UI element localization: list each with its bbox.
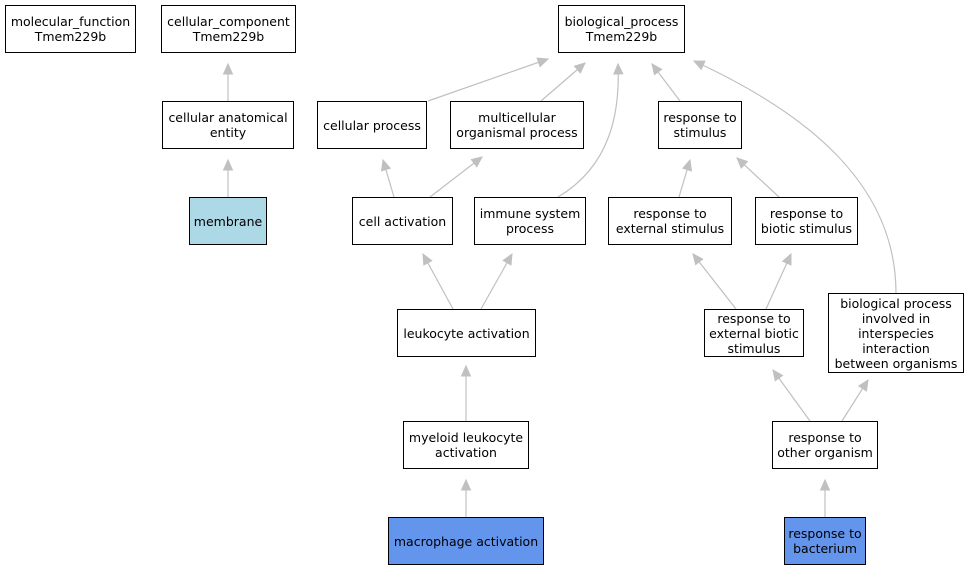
arrowhead bbox=[613, 62, 624, 75]
arrowhead bbox=[692, 60, 706, 71]
node-response-to-bacterium[interactable]: response to bacterium bbox=[784, 517, 866, 565]
edge-cellular-process-to-biological-process bbox=[427, 58, 549, 102]
arrowhead bbox=[573, 62, 586, 74]
node-label: response to bacterium bbox=[788, 526, 862, 556]
arrowhead bbox=[222, 62, 234, 75]
arrowhead bbox=[736, 157, 749, 170]
node-molecular-function[interactable]: molecular_function Tmem229b bbox=[5, 5, 136, 53]
node-label: response to stimulus bbox=[663, 110, 737, 140]
edge-immune-system-process-to-biological-process bbox=[557, 63, 619, 198]
node-label: immune system process bbox=[479, 206, 581, 236]
arrowhead bbox=[536, 57, 550, 68]
arrowhead bbox=[857, 378, 869, 392]
arrowhead bbox=[222, 158, 234, 171]
arrowhead bbox=[819, 478, 831, 491]
node-response-to-biotic-stimulus[interactable]: response to biotic stimulus bbox=[755, 197, 858, 245]
node-multicellular-organismal-process[interactable]: multicellular organismal process bbox=[450, 101, 584, 149]
arrowhead bbox=[681, 158, 693, 172]
edge-cell-activation-to-multicellular bbox=[429, 156, 483, 198]
node-label: response to biotic stimulus bbox=[760, 206, 853, 236]
node-response-to-stimulus[interactable]: response to stimulus bbox=[658, 101, 742, 149]
edge-paths bbox=[227, 58, 897, 517]
node-response-to-other-organism[interactable]: response to other organism bbox=[772, 421, 878, 469]
arrowhead bbox=[502, 252, 513, 266]
arrowhead bbox=[422, 252, 433, 266]
arrowhead bbox=[651, 63, 663, 76]
node-label: macrophage activation bbox=[393, 533, 539, 549]
arrowhead bbox=[772, 369, 784, 382]
node-label: molecular_function Tmem229b bbox=[10, 14, 131, 44]
node-label: multicellular organismal process bbox=[456, 110, 578, 140]
edge-other-organism-to-external-biotic bbox=[772, 369, 811, 422]
node-macrophage-activation[interactable]: macrophage activation bbox=[388, 517, 544, 565]
node-label: response to external stimulus bbox=[615, 206, 725, 236]
arrowhead bbox=[460, 478, 472, 491]
arrowhead bbox=[692, 253, 704, 266]
edge-leukocyte-activation-to-immune-system-process bbox=[480, 253, 513, 310]
edge-external-biotic-to-external-stimulus bbox=[692, 253, 737, 310]
node-label: response to other organism bbox=[777, 430, 873, 460]
node-label: cellular_component Tmem229b bbox=[167, 14, 290, 44]
node-label: cell activation bbox=[358, 213, 447, 229]
node-myeloid-leukocyte-activation[interactable]: myeloid leukocyte activation bbox=[403, 421, 529, 469]
arrowhead bbox=[460, 364, 472, 377]
arrowhead bbox=[781, 252, 792, 266]
node-label: membrane bbox=[193, 213, 263, 229]
node-response-to-external-biotic-stimulus[interactable]: response to external biotic stimulus bbox=[704, 309, 804, 357]
arrowhead bbox=[470, 156, 483, 168]
node-leukocyte-activation[interactable]: leukocyte activation bbox=[397, 309, 536, 357]
node-label: biological_process Tmem229b bbox=[564, 14, 679, 44]
node-label: response to external biotic stimulus bbox=[709, 310, 799, 356]
node-biological-process[interactable]: biological_process Tmem229b bbox=[558, 5, 685, 53]
node-label: myeloid leukocyte activation bbox=[408, 430, 524, 460]
node-cellular-component[interactable]: cellular_component Tmem229b bbox=[161, 5, 296, 53]
node-cell-activation[interactable]: cell activation bbox=[352, 197, 453, 245]
node-label: cellular anatomical entity bbox=[168, 110, 288, 140]
node-label: leukocyte activation bbox=[403, 325, 530, 341]
edge-interspecies-to-biological-process bbox=[693, 60, 897, 294]
arrowhead bbox=[380, 158, 392, 172]
node-membrane[interactable]: membrane bbox=[189, 197, 267, 245]
node-label: biological process involved in interspec… bbox=[834, 295, 958, 371]
node-response-to-external-stimulus[interactable]: response to external stimulus bbox=[608, 197, 732, 245]
node-label: cellular process bbox=[323, 117, 421, 133]
node-cellular-process[interactable]: cellular process bbox=[317, 101, 427, 149]
node-immune-system-process[interactable]: immune system process bbox=[474, 197, 586, 245]
node-interspecies-interaction[interactable]: biological process involved in interspec… bbox=[828, 293, 964, 373]
node-cellular-anatomical-entity[interactable]: cellular anatomical entity bbox=[162, 101, 294, 149]
